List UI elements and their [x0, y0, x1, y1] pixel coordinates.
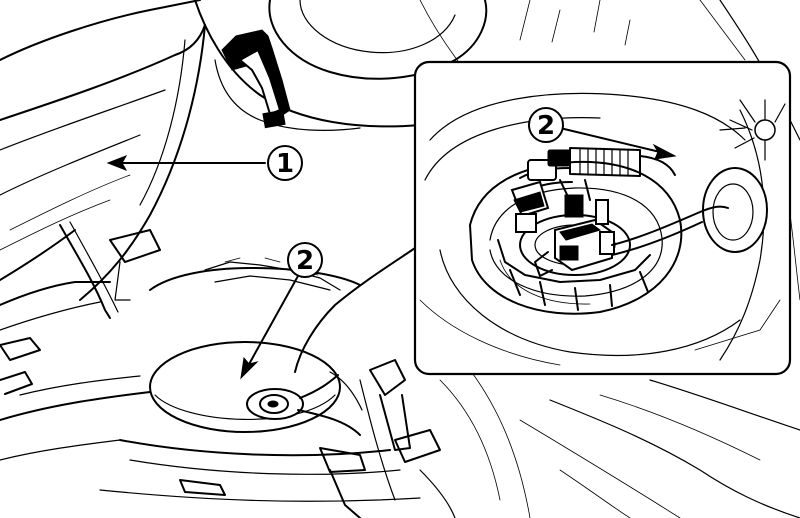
- curved-arrow-icon: [221, 29, 291, 129]
- sun-icon: [719, 99, 786, 161]
- callout-2-floor: 2: [240, 242, 323, 380]
- seat-side-contour: [0, 24, 206, 121]
- upper-round-cover: [268, 0, 488, 80]
- callout-1: 1: [106, 145, 303, 181]
- arrow-icon: [652, 143, 677, 160]
- callout-label-2-floor: 2: [296, 246, 314, 276]
- seat-cushion-edge: [79, 24, 206, 301]
- arrow-icon: [106, 155, 128, 171]
- seat-back-outline: [0, 0, 201, 61]
- fuel-pump-module: [519, 214, 631, 277]
- wiring-grommet: [611, 167, 768, 256]
- cover-connector: [246, 371, 363, 436]
- fuel-line-connectors: [510, 147, 676, 233]
- access-cover: [149, 341, 341, 433]
- arrow-icon: [240, 356, 259, 380]
- seat-rail: [59, 224, 111, 319]
- floor-panel: [149, 267, 361, 291]
- callout-label-1: 1: [276, 149, 294, 179]
- callout-2-inset: 2: [528, 107, 677, 160]
- inset-leader-line: [294, 247, 416, 373]
- detail-inset: 2: [413, 60, 792, 376]
- callout-label-2-inset: 2: [537, 111, 555, 141]
